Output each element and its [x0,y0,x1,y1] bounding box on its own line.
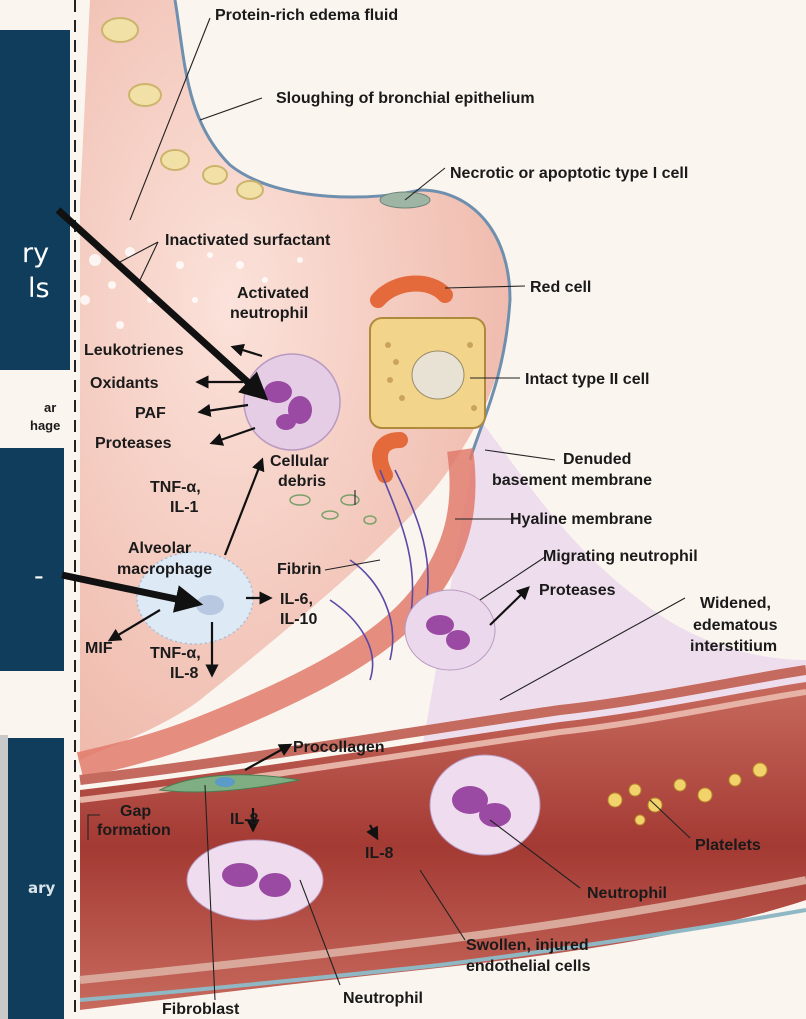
label-swollen-endothelial-line2: endothelial cells [466,958,591,975]
label-il6-il10-line1: IL-6, [280,591,313,608]
label-migrating-neutrophil: Migrating neutrophil [543,548,698,565]
label-activated-neutrophil-line1: Activated [237,285,309,302]
label-fibroblast: Fibroblast [162,1001,240,1018]
label-neutrophil-right: Neutrophil [587,885,667,902]
label-tnf-il1-line2: IL-1 [170,499,199,516]
capillary-neutrophil-right [430,755,540,855]
label-procollagen: Procollagen [293,739,385,756]
slide-box-1-text-line1: ry [22,238,49,269]
label-proteases-right: Proteases [539,582,616,599]
label-tnf-il8-line1: TNF-α, [150,645,201,662]
label-proteases-left: Proteases [95,435,172,452]
label-swollen-endothelial-line1: Swollen, injured [466,937,589,954]
label-intact-type2-cell: Intact type II cell [525,371,649,388]
label-mif: MIF [85,640,113,657]
slide-box-3-inner [0,735,8,1019]
behind-label-line1: ar [44,400,56,415]
label-platelets: Platelets [695,837,761,854]
label-tnf-il1-line1: TNF-α, [150,479,201,496]
capillary-neutrophil-bottom [187,840,323,920]
label-necrotic-type1-cell: Necrotic or apoptotic type I cell [450,165,688,182]
label-tnf-il8-line2: IL-8 [170,665,199,682]
label-hyaline-membrane: Hyaline membrane [510,511,652,528]
label-neutrophil-bottom: Neutrophil [343,990,423,1007]
label-protein-rich-edema-fluid: Protein-rich edema fluid [215,7,398,24]
label-cellular-debris-line2: debris [278,473,326,490]
label-leukotrienes: Leukotrienes [84,342,184,359]
label-denuded-bm-line1: Denuded [563,451,631,468]
label-fibrin: Fibrin [277,561,321,578]
activated-neutrophil [244,354,340,450]
label-alveolar-macrophage-line1: Alveolar [128,540,191,557]
label-cellular-debris-line1: Cellular [270,453,329,470]
slide-box-1 [0,30,70,370]
slide-box-2 [0,448,64,671]
fibroblast-nucleus [215,777,235,787]
label-oxidants: Oxidants [90,375,159,392]
label-widened-interstitium-line2: edematous [693,617,778,634]
label-alveolar-macrophage-line2: macrophage [117,561,212,578]
slide-box-3-text: ary [28,879,56,897]
behind-label-line2: hage [30,418,60,433]
label-gap-formation-line1: Gap [120,803,151,820]
migrating-neutrophil [405,590,495,670]
label-widened-interstitium-line1: Widened, [700,595,771,612]
label-sloughing-bronchial-epithelium: Sloughing of bronchial epithelium [276,90,535,107]
label-il8-right: IL-8 [365,845,394,862]
label-widened-interstitium-line3: interstitium [690,638,777,655]
label-gap-formation-line2: formation [97,822,171,839]
label-red-cell: Red cell [530,279,591,296]
label-il8-left: IL-8 [230,811,259,828]
slide-box-1-text-line2: ls [28,273,50,304]
slide-box-2-text: - [34,561,44,592]
type2-cell-nucleus [412,351,464,399]
label-inactivated-surfactant: Inactivated surfactant [165,232,331,249]
label-paf: PAF [135,405,166,422]
label-il6-il10-line2: IL-10 [280,611,317,628]
label-activated-neutrophil-line2: neutrophil [230,305,308,322]
label-denuded-bm-line2: basement membrane [492,472,652,489]
